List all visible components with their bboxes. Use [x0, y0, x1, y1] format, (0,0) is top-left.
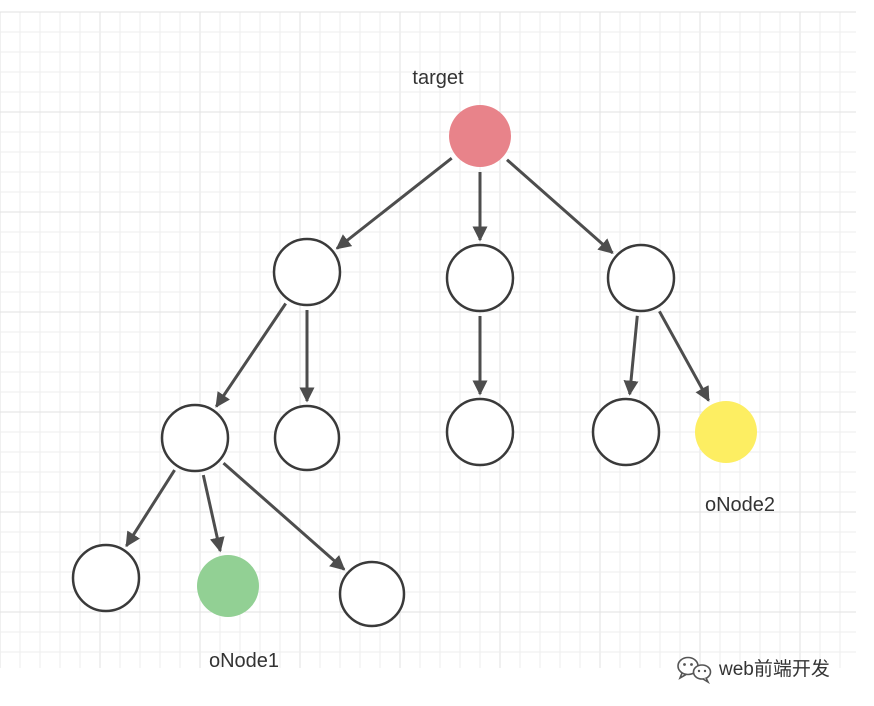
edge-n11-to-n111	[125, 469, 176, 548]
node-n111	[71, 543, 141, 613]
node-target	[449, 105, 511, 167]
target-label: target	[412, 67, 464, 89]
wechat-icon	[677, 656, 712, 685]
edge-n11-to-onode1	[201, 474, 225, 553]
edge-target-to-n1	[335, 157, 453, 250]
edge-n1-to-n11	[215, 302, 287, 408]
watermark-text: web前端开发	[718, 658, 830, 680]
node-n3	[606, 243, 676, 313]
node-n11	[160, 403, 230, 473]
edge-target-to-n3	[506, 158, 614, 255]
onode2-label: oNode2	[705, 494, 775, 516]
node-n21	[445, 397, 515, 467]
node-n31	[591, 397, 661, 467]
node-n1	[272, 237, 342, 307]
node-onode1	[197, 555, 259, 617]
edge-n11-to-n113	[222, 461, 346, 571]
node-n12	[273, 404, 341, 472]
edge-n3-to-n31	[623, 315, 639, 396]
watermark: web前端开发	[677, 656, 830, 685]
edge-n3-to-onode2	[658, 310, 710, 402]
node-onode2	[695, 401, 757, 463]
onode1-label: oNode1	[209, 650, 279, 672]
node-n2	[445, 243, 515, 313]
tree-nodes	[71, 105, 757, 628]
tree-edges	[125, 157, 710, 571]
node-n113	[338, 560, 406, 628]
